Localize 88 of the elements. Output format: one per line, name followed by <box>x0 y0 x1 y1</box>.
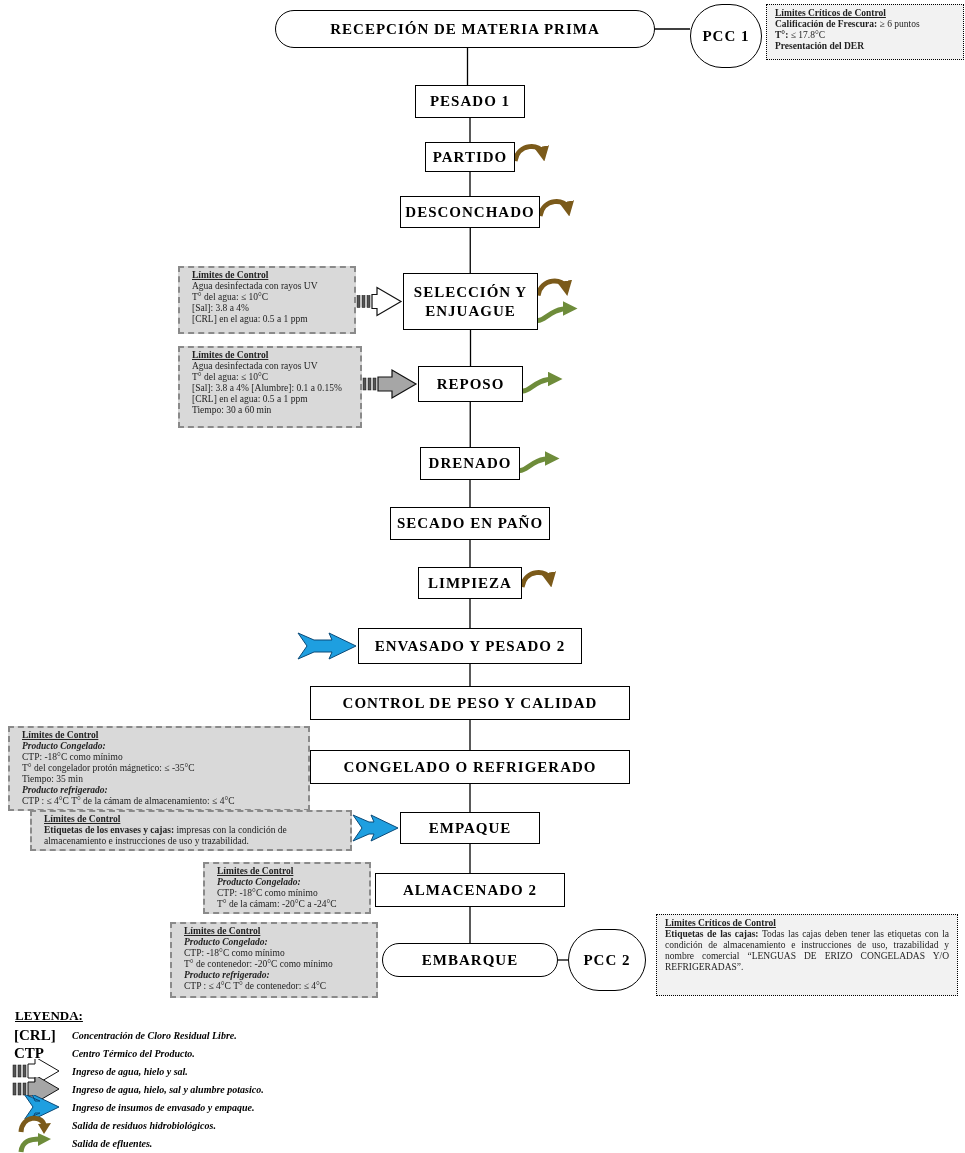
limits-text: Tiempo: 30 a 60 min <box>192 405 273 416</box>
process-box: SECADO EN PAÑO <box>390 507 550 540</box>
connector-line <box>469 663 471 687</box>
process-box: PARTIDO <box>425 142 515 172</box>
connector-line <box>469 401 471 448</box>
limits-text: Producto Congelado: <box>217 877 302 888</box>
legend-text: Salida de residuos hidrobiológicos. <box>72 1118 216 1133</box>
legend-text: Centro Térmico del Producto. <box>72 1046 195 1061</box>
connector-line <box>469 598 471 629</box>
limits-text: [CRL] en el agua: 0.5 a 1 ppm <box>192 314 309 325</box>
limits-heading: Límites de Control <box>184 926 262 937</box>
control-limits-box <box>170 922 378 998</box>
limits-heading: Límites de Control <box>192 350 270 361</box>
connector-line <box>466 47 469 86</box>
limits-text: Agua desinfectada con rayos UV <box>192 361 319 372</box>
limits-text: Calificación de Frescura: ≥ 6 puntos <box>775 19 921 30</box>
terminal-box: RECEPCIÓN DE MATERIA PRIMA <box>275 10 655 48</box>
limits-text: T° de la cámam: -20°C a -24°C <box>217 899 338 910</box>
process-box: ALMACENADO 2 <box>375 873 565 907</box>
connector-line <box>469 171 471 197</box>
limits-heading: Límites de Control <box>44 814 122 825</box>
limits-text: [Sal]: 3.8 a 4% <box>192 303 250 314</box>
limits-text: T° del agua: ≤ 10°C <box>192 292 270 303</box>
limits-heading: Límites Críticos de Control <box>665 918 777 929</box>
connector-line <box>469 843 471 874</box>
terminal-box: EMBARQUE <box>382 943 558 977</box>
connector-line <box>469 719 471 751</box>
legend-text: Ingreso de agua, hielo, sal y alumbre potasico. <box>72 1082 264 1097</box>
connector-line <box>469 906 471 944</box>
process-box: LIMPIEZA <box>418 567 522 599</box>
limits-heading: Límites de Control <box>217 866 295 877</box>
limits-text: T°: ≤ 17.8°C <box>775 30 827 41</box>
limits-heading: Límites Críticos de Control <box>775 8 887 19</box>
legend-text: Salida de efluentes. <box>72 1136 153 1151</box>
curved-output-arrow <box>537 301 578 323</box>
control-limits-box <box>178 346 362 428</box>
connector-line <box>469 117 471 143</box>
limits-text: CTP: -18°C como mínimo <box>217 888 319 899</box>
legend-text: Ingreso de agua, hielo y sal. <box>72 1064 188 1079</box>
limits-text: CTP: -18°C como mínimo <box>22 752 124 763</box>
process-box: CONTROL DE PESO Y CALIDAD <box>310 686 630 720</box>
connector-line <box>469 329 472 367</box>
limits-text: Presentación del DER <box>775 41 865 52</box>
limits-text: Producto Congelado: <box>184 937 269 948</box>
limits-text: Etiquetas de los envases y cajas: impresas con la condición de almacenamiento e instrucciones de uso y trazabilidad. <box>44 825 288 847</box>
legend-text: Ingreso de insumos de envasado y empaque. <box>72 1100 255 1115</box>
limits-text: Producto refrigerado: <box>22 785 109 796</box>
limits-text: Producto refrigerado: <box>184 970 271 981</box>
process-box: DRENADO <box>420 447 520 480</box>
limits-text: CTP : ≤ 4°C T° de contenedor: ≤ 4°C <box>184 981 328 992</box>
legend-text: Concentración de Cloro Residual Libre. <box>72 1028 237 1043</box>
control-limits-box <box>8 726 310 811</box>
process-box: ENVASADO Y PESADO 2 <box>358 628 582 664</box>
process-box: CONGELADO O REFRIGERADO <box>310 750 630 784</box>
critical-limits-box <box>766 4 964 60</box>
limits-text: CTP : ≤ 4°C T° de la cámam de almacenamiento: ≤ 4°C <box>22 796 236 807</box>
connector-line <box>469 479 471 508</box>
limits-text: CTP: -18°C como mínimo <box>184 948 286 959</box>
limits-text: [CRL] en el agua: 0.5 a 1 ppm <box>192 394 309 405</box>
process-box: EMPAQUE <box>400 812 540 844</box>
connector-line <box>557 959 569 961</box>
control-limits-box <box>178 266 356 334</box>
process-box: SELECCIÓN Y ENJUAGUE <box>403 273 538 330</box>
connector-line <box>469 783 471 813</box>
limits-text: T° del agua: ≤ 10°C <box>192 372 270 383</box>
connector-line <box>654 28 691 30</box>
critical-limits-box <box>656 914 958 996</box>
curved-output-arrow <box>519 451 560 473</box>
abbreviation: CTP <box>13 1045 45 1061</box>
limits-heading: Límites de Control <box>22 730 100 741</box>
limits-text: [Sal]: 3.8 a 4% [Alumbre]: 0.1 a 0.15% <box>192 383 343 394</box>
abbreviation: [CRL] <box>13 1027 57 1043</box>
limits-text: Agua desinfectada con rayos UV <box>192 281 319 292</box>
limits-text: T° de contenedor: -20°C como mínimo <box>184 959 334 970</box>
limits-text: Etiquetas de las cajas: Todas las cajas deben tener las etiquetas con la condición de almacenamiento e instrucciones de uso, trazabilidad y nombre comercial “LENGUAS DE ERIZO CONGELADAS Y/O REFRIGERADAS”. <box>665 929 949 973</box>
process-box: PESADO 1 <box>415 85 525 118</box>
process-box: REPOSO <box>418 366 523 402</box>
process-box: DESCONCHADO <box>400 196 540 228</box>
control-limits-box <box>203 862 371 914</box>
limits-text: Tiempo: 35 min <box>22 774 84 785</box>
limits-text: T° del congelador protón mágnetico: ≤ -35°C <box>22 763 196 774</box>
limits-heading: Límites de Control <box>192 270 270 281</box>
control-limits-box <box>30 810 352 851</box>
curved-output-arrow <box>522 371 563 394</box>
legend-title: LEYENDA: <box>15 1007 83 1025</box>
limits-text: Producto Congelado: <box>22 741 107 752</box>
connector-line <box>469 539 471 568</box>
connector-line <box>469 227 471 274</box>
